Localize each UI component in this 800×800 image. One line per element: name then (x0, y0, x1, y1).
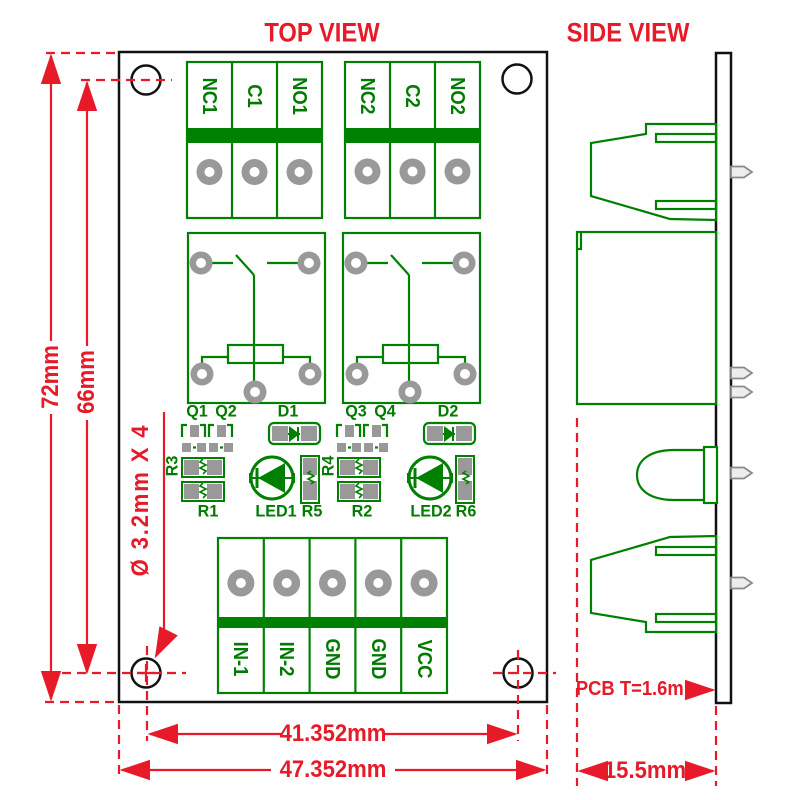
terminal-label-no2: NO2 (446, 77, 468, 115)
terminal-label-gnd1: GND (321, 638, 343, 680)
silkscreen-r5: R5 (301, 501, 323, 521)
silkscreen-r4: R4 (318, 455, 338, 477)
transistor-footprints (180, 423, 389, 452)
terminal-label-c2: C2 (401, 84, 423, 108)
terminal-label-gnd2: GND (367, 638, 389, 680)
diode-symbol (443, 426, 455, 442)
led1-footprint (249, 455, 295, 501)
terminal-label-vcc: VCC (413, 639, 435, 679)
terminal-block-relay2-outputs (343, 60, 482, 220)
silkscreen-led2: LED2 (410, 501, 452, 521)
silkscreen-r6: R6 (455, 501, 477, 521)
diode-symbol (288, 426, 300, 442)
relay1-footprint (186, 231, 327, 405)
dim-mounting-hole-note: Ø 3.2mm X 4 (127, 423, 154, 577)
dim-hole-pitch-vertical: 66mm (73, 350, 100, 414)
silkscreen-d2: D2 (437, 401, 459, 421)
dim-pcb-thickness: PCB T=1.6mm (575, 678, 701, 700)
silkscreen-q1: Q1 (186, 401, 208, 421)
silkscreen-led1: LED1 (255, 501, 297, 521)
terminal-label-c1: C1 (243, 84, 265, 108)
side-terminal-top (589, 122, 718, 222)
silkscreen-r2: R2 (351, 501, 373, 521)
silkscreen-q3: Q3 (345, 401, 367, 421)
terminal-block-relay1-outputs (185, 60, 324, 220)
silkscreen-d1: D1 (277, 401, 299, 421)
dim-board-height: 72mm (37, 345, 64, 409)
diode-footprints (267, 421, 477, 446)
top-view-title: TOP VIEW (264, 17, 380, 48)
relay2-coil (381, 343, 440, 365)
resistor-footprints-vertical (300, 455, 475, 504)
side-led-flange (702, 445, 719, 505)
dimension-lines (40, 51, 718, 786)
silkscreen-r1: R1 (197, 501, 219, 521)
terminal-label-no1: NO1 (288, 77, 310, 115)
terminal-label-in1: IN-1 (229, 641, 251, 677)
silkscreen-q2: Q2 (215, 401, 237, 421)
mounting-hole-top-right (501, 63, 533, 95)
relay1-coil (226, 343, 285, 365)
dim-board-width: 47.352mm (279, 756, 387, 783)
silkscreen-r3: R3 (162, 455, 182, 477)
silkscreen-q4: Q4 (374, 401, 396, 421)
side-view-title: SIDE VIEW (566, 17, 690, 48)
top-view-board-outline (117, 50, 549, 704)
dim-side-depth: 15.5mm (603, 757, 687, 784)
terminal-label-in2: IN-2 (275, 641, 297, 677)
side-relay (575, 230, 718, 406)
terminal-label-nc2: NC2 (356, 77, 378, 115)
side-led (635, 448, 707, 502)
side-view-board (575, 51, 754, 705)
led2-footprint (407, 455, 453, 501)
dim-hole-pitch-horizontal: 41.352mm (279, 720, 387, 747)
terminal-label-nc1: NC1 (198, 77, 220, 115)
relay2-footprint (341, 231, 482, 405)
resistor-footprints-horizontal (181, 457, 381, 502)
side-pins (730, 165, 754, 590)
terminal-block-inputs (216, 536, 449, 695)
side-terminal-bottom (589, 534, 718, 634)
